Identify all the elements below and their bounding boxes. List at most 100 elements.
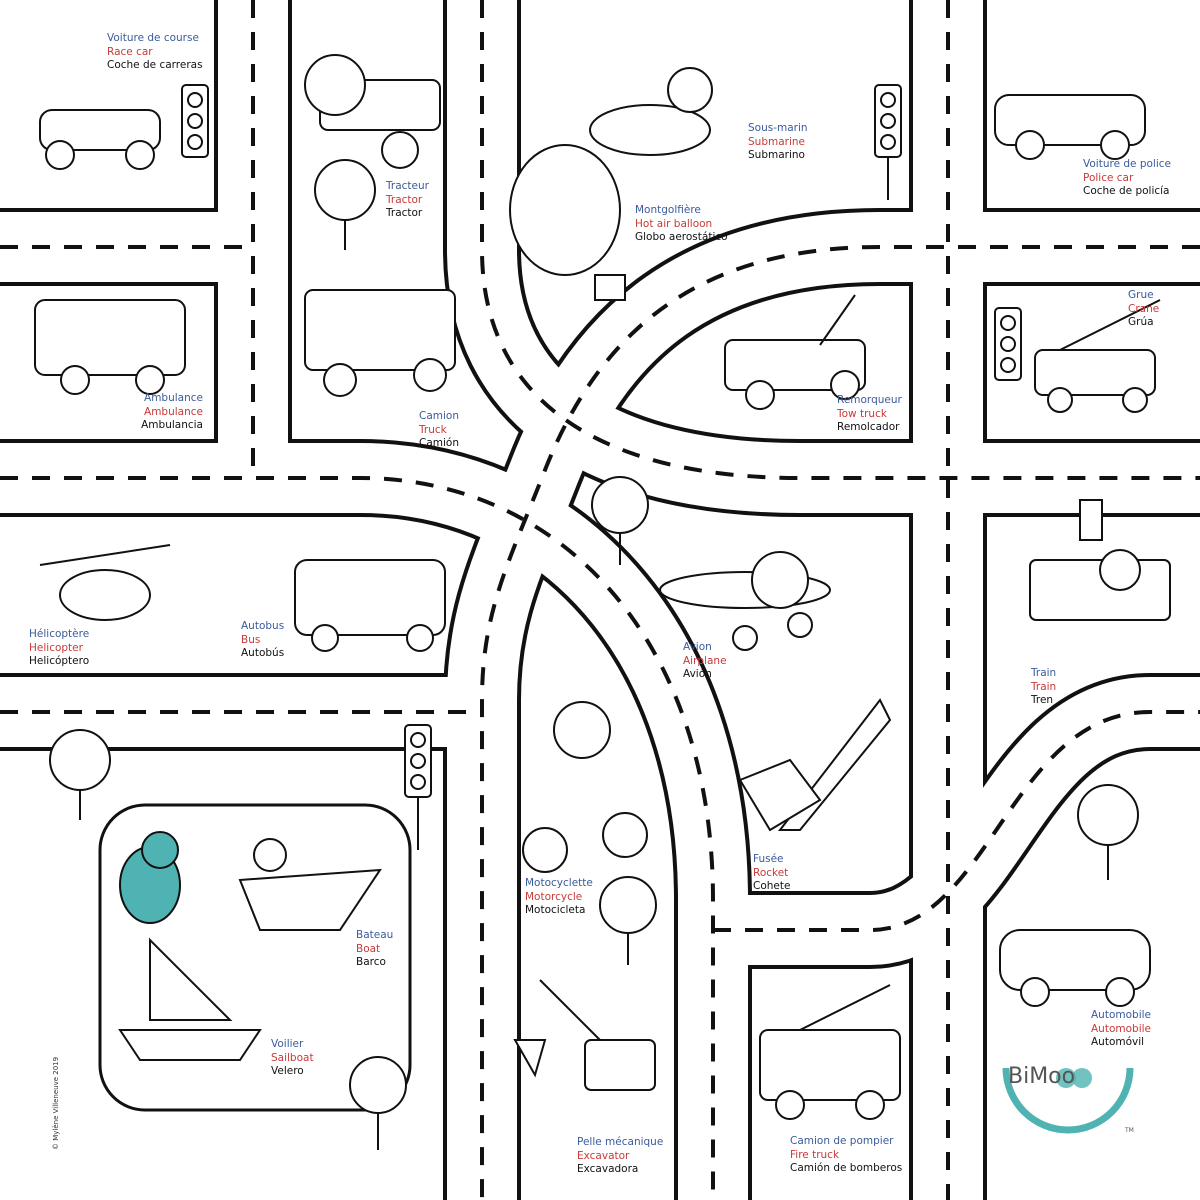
submarine-drawing (589, 67, 713, 156)
label-english: Automobile (1091, 1022, 1151, 1035)
bimoo-logo: BiMoo (998, 1050, 1138, 1140)
label-french: Motocyclette (525, 877, 593, 889)
tow-truck-drawing (724, 294, 866, 410)
truck-drawing (304, 289, 456, 397)
sailboat-drawing (118, 937, 262, 1061)
train-drawing (1029, 499, 1171, 621)
label-spanish: Globo aerostático (635, 231, 728, 244)
label-english: Tractor (386, 193, 423, 206)
label-french: Montgolfière (635, 204, 701, 216)
label-spanish: Remolcador (837, 421, 900, 434)
tree-icon (49, 159, 1139, 1150)
label-spanish: Coche de policía (1083, 185, 1170, 198)
traffic-light-icon (181, 84, 1022, 850)
label-spanish: Ambulancia (141, 419, 203, 432)
label-french: Grue (1128, 289, 1154, 301)
vehicle-illustrations (34, 54, 1171, 1120)
excavator-drawing (513, 979, 656, 1091)
logo-arc-icon (1002, 1067, 1134, 1134)
label-spanish: Helicóptero (29, 655, 90, 668)
label-french: Voiture de police (1083, 158, 1171, 170)
label-english: Tow truck (837, 407, 887, 420)
police-car-drawing (994, 94, 1146, 160)
copyright-notice: © Mylène Villeneuve 2019 (52, 1056, 60, 1150)
trademark-mark: TM (1125, 1127, 1134, 1134)
label-spanish: Barco (356, 956, 386, 969)
label-english: Motorcycle (525, 890, 583, 903)
label-spanish: Automóvil (1091, 1036, 1145, 1049)
label-english: Hot air balloon (635, 217, 713, 230)
label-english: Train (1031, 680, 1057, 693)
sailboat-pond-frame (98, 803, 412, 1112)
label-english: Submarine (748, 135, 805, 148)
fire-truck-drawing (759, 984, 901, 1120)
label-english: Ambulance (144, 405, 203, 418)
helicopter-drawing (39, 544, 171, 621)
ambulance-drawing (34, 299, 186, 395)
label-spanish: Cohete (753, 880, 791, 893)
motorcycle-drawing (522, 701, 648, 873)
label-english: Race car (107, 45, 153, 58)
label-english: Police car (1083, 171, 1134, 184)
label-french: Fusée (753, 853, 784, 865)
label-french: Hélicoptère (29, 628, 90, 640)
label-english: Rocket (753, 866, 789, 879)
label-spanish: Autobús (241, 647, 285, 660)
label-french: Voilier (271, 1038, 304, 1050)
label-spanish: Tractor (386, 207, 423, 220)
dinosaur-mascot-icon (119, 831, 181, 924)
label-spanish: Avión (683, 668, 712, 681)
label-english: Boat (356, 942, 381, 955)
label-english: Helicopter (29, 641, 83, 654)
boat-drawing (238, 838, 382, 931)
label-spanish: Submarino (748, 149, 805, 162)
automobile-drawing (999, 929, 1151, 1007)
label-french: Voiture de course (107, 32, 199, 44)
label-spanish: Tren (1031, 694, 1054, 707)
label-english: Excavator (577, 1149, 630, 1162)
label-french: Camion de pompier (790, 1135, 894, 1147)
label-french: Ambulance (144, 392, 203, 404)
label-french: Pelle mécanique (577, 1136, 664, 1148)
label-french: Train (1031, 667, 1057, 679)
label-french: Camion (419, 410, 459, 422)
tractor-drawing (304, 54, 441, 169)
label-french: Tracteur (386, 180, 429, 192)
bus-drawing (294, 559, 446, 652)
label-english: Truck (419, 423, 447, 436)
label-english: Bus (241, 633, 261, 646)
label-english: Airplane (683, 654, 727, 667)
label-spanish: Camión (419, 437, 459, 450)
label-spanish: Coche de carreras (107, 59, 203, 72)
label-english: Sailboat (271, 1051, 314, 1064)
label-french: Sous-marin (748, 122, 808, 134)
label-english: Fire truck (790, 1148, 840, 1161)
label-french: Automobile (1091, 1009, 1151, 1021)
crane-drawing (1034, 299, 1161, 413)
label-french: Remorqueur (837, 394, 902, 406)
label-french: Autobus (241, 620, 285, 632)
label-french: Avion (683, 641, 712, 653)
label-spanish: Velero (271, 1065, 304, 1078)
